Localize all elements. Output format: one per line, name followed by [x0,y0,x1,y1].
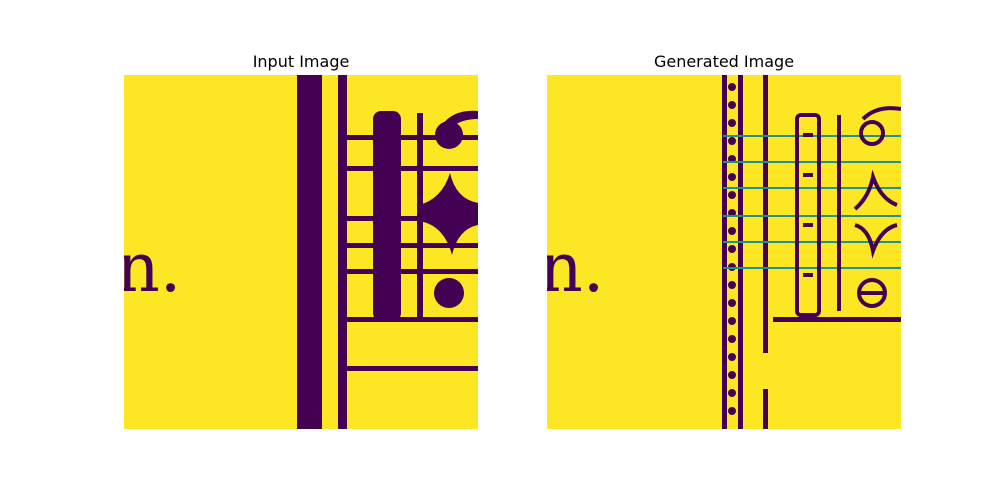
input-image-title: Input Image [252,52,350,71]
generated-glyphs [853,106,901,308]
input-repeat-bar [373,111,401,321]
input-thin-barline [338,75,347,429]
generated-inner-line [837,115,841,311]
generated-thin-line [763,75,768,353]
input-thick-barline [297,75,322,429]
input-dot-bottom [434,278,464,308]
input-text-fragment: n. [124,229,181,308]
generated-image: n. [547,75,901,429]
generated-image-panel: n. [547,75,901,429]
input-dot-top [435,121,463,149]
generated-underline [773,317,901,322]
generated-image-title: Generated Image [653,52,795,71]
generated-double-barline [722,75,743,429]
input-ornament [419,173,478,255]
input-staff-lines [345,135,478,371]
generated-text-fragment: n. [547,229,604,308]
input-image: n. [124,75,478,429]
input-image-panel: n. [124,75,478,429]
generated-hollow-block [795,113,821,317]
